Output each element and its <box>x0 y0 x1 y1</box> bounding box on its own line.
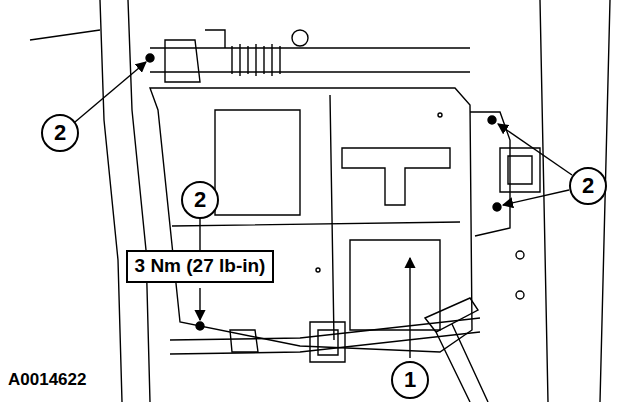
leader-line <box>503 190 569 205</box>
leader-line <box>498 124 572 175</box>
torque-box: 3 Nm (27 lb-in) <box>126 250 275 283</box>
callout-number: 2 <box>54 120 66 146</box>
crossmember <box>170 318 480 354</box>
figure-number: A0014622 <box>8 370 86 390</box>
frame-line <box>30 30 100 40</box>
component <box>500 148 540 192</box>
plate-outline <box>150 88 472 352</box>
underbody-drawing <box>30 0 610 402</box>
mount-bracket <box>310 322 345 362</box>
tool <box>425 298 488 402</box>
shaft-boot <box>232 44 280 76</box>
callout-number: 2 <box>582 173 594 199</box>
plate-hole <box>438 113 442 117</box>
callout-circle: 2 <box>569 167 607 205</box>
callout-circle: 2 <box>41 114 79 152</box>
callout-number: 1 <box>404 367 416 393</box>
leader-line <box>199 288 200 320</box>
mount <box>230 330 258 352</box>
torque-spec: 3 Nm (27 lb-in) <box>135 255 266 276</box>
callout-circle: 2 <box>181 181 219 219</box>
side-bracket <box>470 112 510 236</box>
leader-line <box>409 258 410 358</box>
shaft-joint <box>165 40 200 82</box>
leader-connector <box>199 219 200 250</box>
plate-rib <box>172 95 460 340</box>
bolt <box>488 116 496 124</box>
bolt <box>493 203 501 211</box>
plate-cutout <box>342 148 450 205</box>
frame-line <box>100 0 122 402</box>
callout-circle: 1 <box>391 361 429 399</box>
frame-line <box>540 0 610 402</box>
shaft-clamp <box>292 30 308 46</box>
bolt <box>516 251 524 259</box>
bolt <box>146 54 154 62</box>
leader-lines <box>75 62 572 358</box>
plate-hole <box>316 268 320 272</box>
bolt <box>516 291 524 299</box>
shaft-bracket <box>205 30 225 48</box>
leader-line <box>75 62 146 122</box>
plate-panel <box>215 110 440 330</box>
callout-number: 2 <box>194 187 206 213</box>
bolt <box>196 322 204 330</box>
